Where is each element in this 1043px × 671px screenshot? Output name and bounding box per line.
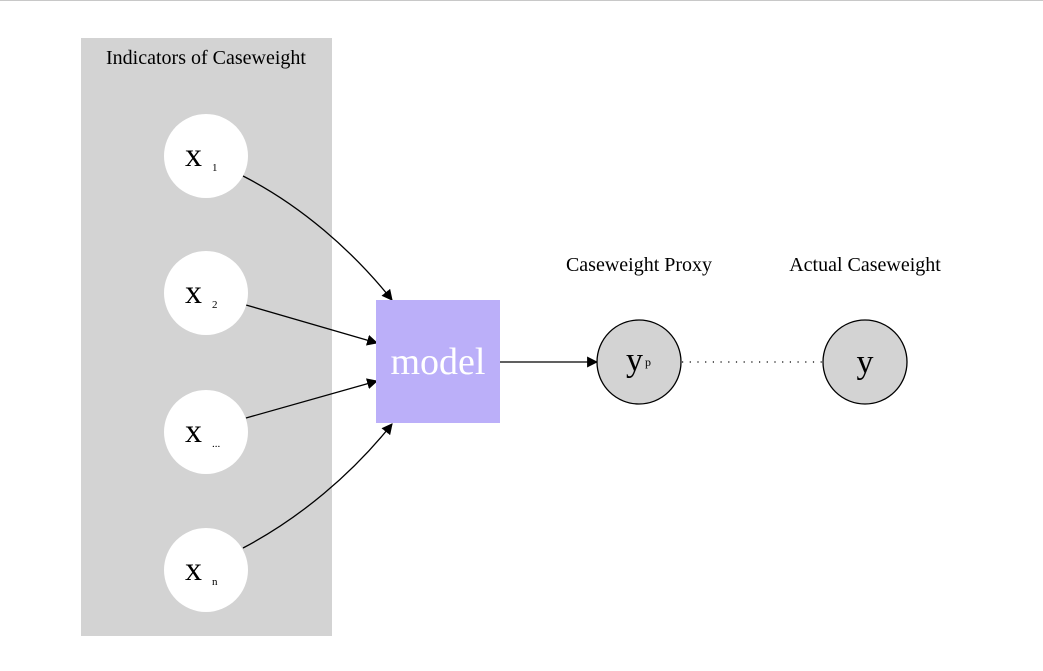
- input-node-xn: x n: [164, 528, 248, 612]
- proxy-label-superscript: p: [645, 355, 651, 369]
- edge-x2-model: [245, 304, 379, 346]
- proxy-node: y p: [596, 319, 682, 405]
- node-label-base: x: [185, 413, 202, 450]
- input-node-x1: x 1: [164, 114, 248, 198]
- node-label-base: x: [185, 274, 202, 311]
- input-node-xdots: x ...: [164, 390, 248, 474]
- node-label-subscript: ...: [212, 438, 221, 450]
- proxy-title: Caseweight Proxy: [566, 254, 712, 276]
- model-label: model: [391, 341, 486, 383]
- node-label-subscript: 2: [212, 299, 218, 311]
- node-label-subscript: n: [212, 576, 218, 588]
- node-label-base: x: [185, 551, 202, 588]
- input-node-x2: x 2: [164, 251, 248, 335]
- edge-xn-model: [242, 423, 393, 549]
- proxy-label-base: y: [626, 342, 643, 379]
- edge-xdots-model: [245, 378, 379, 419]
- actual-label: y: [857, 344, 874, 381]
- node-label-base: x: [185, 137, 202, 174]
- actual-node: y: [822, 319, 908, 405]
- node-label-subscript: 1: [212, 162, 218, 174]
- edge-x1-model: [242, 175, 393, 301]
- top-border: [0, 0, 1043, 1]
- actual-title: Actual Caseweight: [789, 254, 941, 276]
- model-node: model: [376, 300, 500, 423]
- cluster-title: Indicators of Caseweight: [106, 47, 306, 69]
